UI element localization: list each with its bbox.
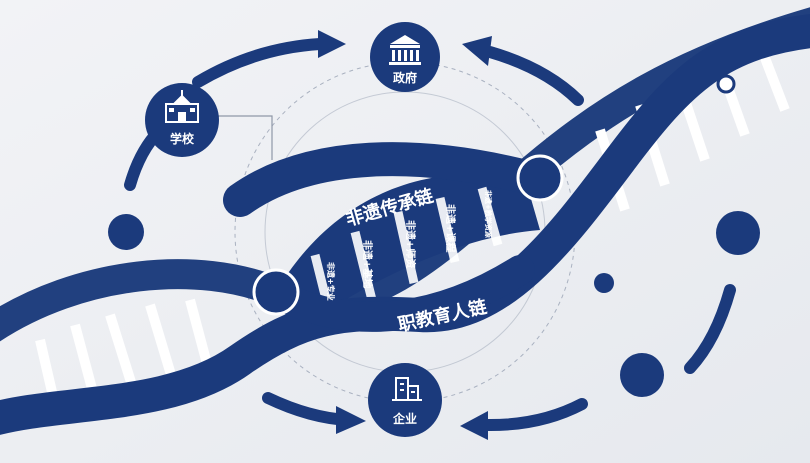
helix-top-band [223,142,547,217]
government-label: 政府 [393,70,417,85]
government-node: 政府 [370,22,440,92]
rung-label-base: 非遗+基地 [361,240,374,288]
enterprise-building-icon [392,377,422,401]
arrow-right-arc [684,284,736,374]
arrow-right-top [484,46,584,106]
arrowhead-to-enterprise [336,406,366,434]
arrow-school-to-government [192,38,326,88]
dot-right-large [716,211,760,255]
school-building-icon [165,90,199,123]
cycle-arrowheads [318,30,492,440]
enterprise-node: 企业 [368,363,442,437]
arrowhead-from-right-top [462,36,492,66]
dot-bottom-right [620,353,664,397]
junction-far-right [716,74,736,94]
rung-label-major: 非遗+专业 [326,262,336,301]
helix-back-strand [0,7,810,342]
junction-right [516,154,564,202]
arrow-bottom-right [480,398,588,432]
decorative-dots [108,211,760,397]
arrowhead-from-right-bottom [460,411,488,440]
school-node: 学校 [145,83,219,157]
dot-left [108,214,144,250]
helix-junctions [252,74,736,316]
enterprise-label: 企业 [392,411,417,426]
helix-bottom-band [275,255,535,332]
rung-label-teachers: 非遗+师资 [404,220,417,268]
junction-left [252,268,300,316]
school-connector-line [213,115,273,160]
government-building-icon [389,35,421,65]
central-rung-stripes [310,186,503,317]
school-label: 学校 [170,131,195,146]
rung-label-courses: 非遗+课程 [444,204,457,252]
rung-label-resources: 非遗+教学资源 [484,190,493,238]
arrowhead-to-government [318,30,346,58]
dot-right-small [594,273,614,293]
rung-labels: 非遗+专业 非遗+基地 非遗+师资 非遗+课程 非遗+教学资源 [326,190,493,301]
